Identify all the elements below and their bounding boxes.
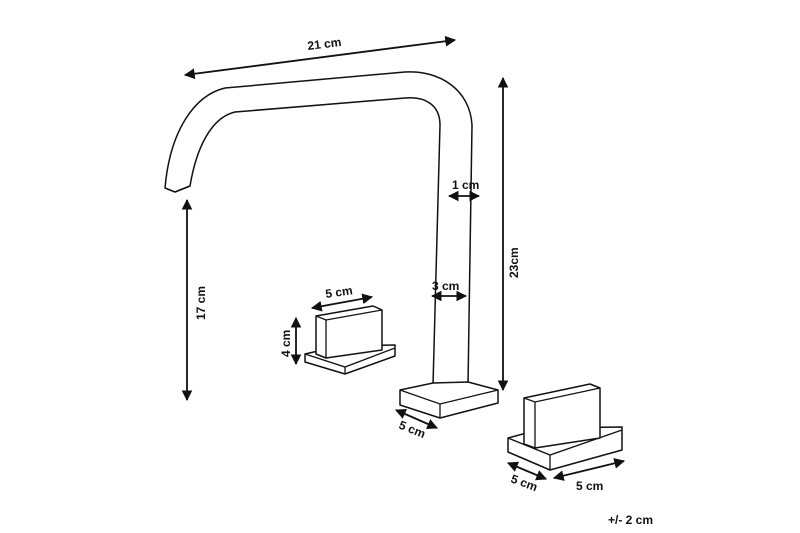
label-right-base-width: 5 cm	[576, 479, 603, 493]
dim-line-spout-length	[183, 35, 457, 80]
dim-line-base-depth	[395, 408, 438, 430]
faucet-right-handle	[507, 383, 623, 471]
dim-line-right-base-width	[552, 458, 626, 481]
faucet-left-handle	[304, 305, 396, 375]
label-handle-width: 5 cm	[324, 283, 353, 301]
tolerance-note: +/- 2 cm	[608, 513, 653, 527]
label-column-width: 3 cm	[432, 279, 459, 293]
faucet-center-base	[399, 381, 499, 419]
label-total-height: 23cm	[507, 247, 521, 278]
label-handle-height: 4 cm	[279, 330, 293, 357]
label-spout-thickness: 1 cm	[452, 178, 479, 192]
label-spout-length: 21 cm	[307, 35, 342, 53]
label-spout-clearance: 17 cm	[194, 286, 208, 320]
dim-line-right-base-depth	[507, 461, 547, 481]
dim-line-handle-width	[310, 293, 374, 312]
faucet-spout	[164, 71, 473, 386]
